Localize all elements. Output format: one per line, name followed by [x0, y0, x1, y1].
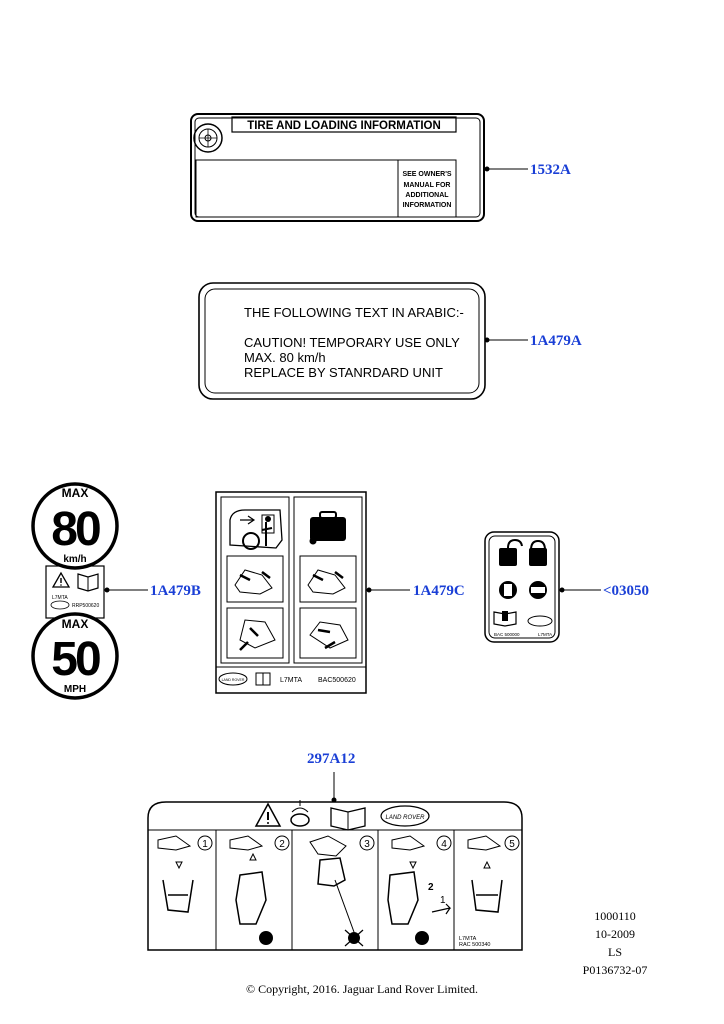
arabic-line-2: CAUTION! TEMPORARY USE ONLY: [244, 335, 460, 350]
leader-1532A: [484, 166, 528, 172]
unlock-icon: [499, 538, 523, 566]
leader-1A479C: [366, 587, 410, 593]
tire-icon: [193, 123, 223, 153]
step-number-5: 5: [509, 839, 515, 850]
leader-03050: [559, 587, 601, 593]
step-number-3: 3: [364, 839, 370, 850]
manual-book-icon: [255, 672, 271, 686]
child-lock-on-icon: [499, 581, 517, 599]
step-number-4: 4: [441, 839, 447, 850]
callout-1A479B: 1A479B: [150, 583, 201, 599]
arrow-number-1: 1: [440, 895, 446, 906]
tire-loading-label: TIRE AND LOADING INFORMATION SEE OWNER'S…: [190, 113, 485, 222]
lock-code-left: BAC 500000: [494, 632, 520, 637]
seat-fold-icon: [226, 555, 357, 659]
seat-steps-label: LAND ROVER 1 2 3 4 5: [147, 800, 523, 951]
speed-limit-label: MAX 80 km/h L7MTA RRP500620 MAX 50 MPH: [31, 482, 119, 700]
arrow-number-2: 2: [428, 882, 434, 893]
top-speed-value: 80: [51, 503, 100, 556]
seat-instruction-label: LAND ROVER L7MTA BAC500620: [215, 491, 367, 694]
arabic-line-1: THE FOLLOWING TEXT IN ARABIC:-: [244, 305, 464, 320]
airbag-icon: [290, 800, 310, 827]
luggage-icon: [309, 511, 346, 545]
meta-line-2: 10-2009: [595, 927, 635, 941]
tire-label-title: TIRE AND LOADING INFORMATION: [247, 120, 441, 132]
warning-triangle-icon: [51, 571, 71, 588]
seat-code-2: BAC500620: [318, 677, 356, 684]
tire-note-line-3: ADDITIONAL: [405, 192, 449, 199]
lock-instruction-label: BAC 500000 L7MTA: [484, 531, 560, 643]
top-max-text: MAX: [62, 486, 89, 500]
step-number-2: 2: [279, 839, 285, 850]
copyright-notice: © Copyright, 2016. Jaguar Land Rover Lim…: [245, 982, 479, 996]
callout-03050: <03050: [603, 583, 650, 599]
meta-line-1: 1000110: [594, 909, 636, 923]
bottom-speed-value: 50: [51, 633, 100, 686]
bottom-speed-unit: MPH: [64, 684, 86, 695]
steps-code-1: L7MTA: [459, 936, 477, 942]
warning-triangle-icon: [254, 802, 282, 827]
lock-icon: [529, 539, 547, 566]
speed-code-line-1: L7MTA: [52, 595, 68, 601]
meta-line-3: LS: [607, 945, 622, 959]
speed-code-line-2: RRP500620: [72, 603, 99, 609]
top-speed-unit: km/h: [63, 554, 86, 565]
child-lock-off-icon: [529, 581, 547, 599]
land-rover-logo-icon: [380, 805, 430, 827]
bottom-max-text: MAX: [62, 617, 89, 631]
callout-297A12: 297A12: [307, 751, 356, 767]
step-number-1: 1: [202, 839, 208, 850]
lock-code-right: L7MTA: [538, 632, 552, 637]
callout-1A479C: 1A479C: [413, 583, 465, 599]
meta-line-4: P0136732-07: [582, 963, 648, 977]
leader-1A479B: [104, 587, 148, 593]
leader-297A12: [331, 772, 337, 803]
vehicle-loading-icon: [229, 509, 283, 550]
seat-label-brand: LAND ROVER: [222, 678, 245, 682]
callout-1A479A: 1A479A: [530, 333, 582, 349]
manual-book-icon: [330, 807, 366, 831]
seat-code-1: L7MTA: [280, 677, 302, 684]
step-number-circles: 1 2 3 4 5: [197, 835, 520, 851]
seat-step-illustrations: [157, 835, 503, 947]
land-rover-logo-icon: [218, 672, 248, 686]
steps-brand-text: LAND ROVER: [385, 815, 425, 821]
steps-code-2: RAC 500340: [459, 942, 491, 948]
arabic-line-3: MAX. 80 km/h: [244, 350, 326, 365]
leader-1A479A: [484, 337, 528, 343]
tire-note-line-2: MANUAL FOR: [404, 182, 451, 189]
info-book-icon: [493, 611, 517, 627]
land-rover-logo-icon: [50, 600, 70, 610]
tire-note-line-4: INFORMATION: [403, 202, 452, 209]
callout-1532A: 1532A: [530, 162, 571, 178]
arabic-line-4: REPLACE BY STANRDARD UNIT: [244, 365, 443, 380]
land-rover-logo-icon: [527, 615, 553, 627]
tire-note-line-1: SEE OWNER'S: [402, 171, 451, 178]
arabic-text-label: THE FOLLOWING TEXT IN ARABIC:- CAUTION! …: [198, 282, 486, 400]
manual-book-icon: [77, 573, 99, 592]
